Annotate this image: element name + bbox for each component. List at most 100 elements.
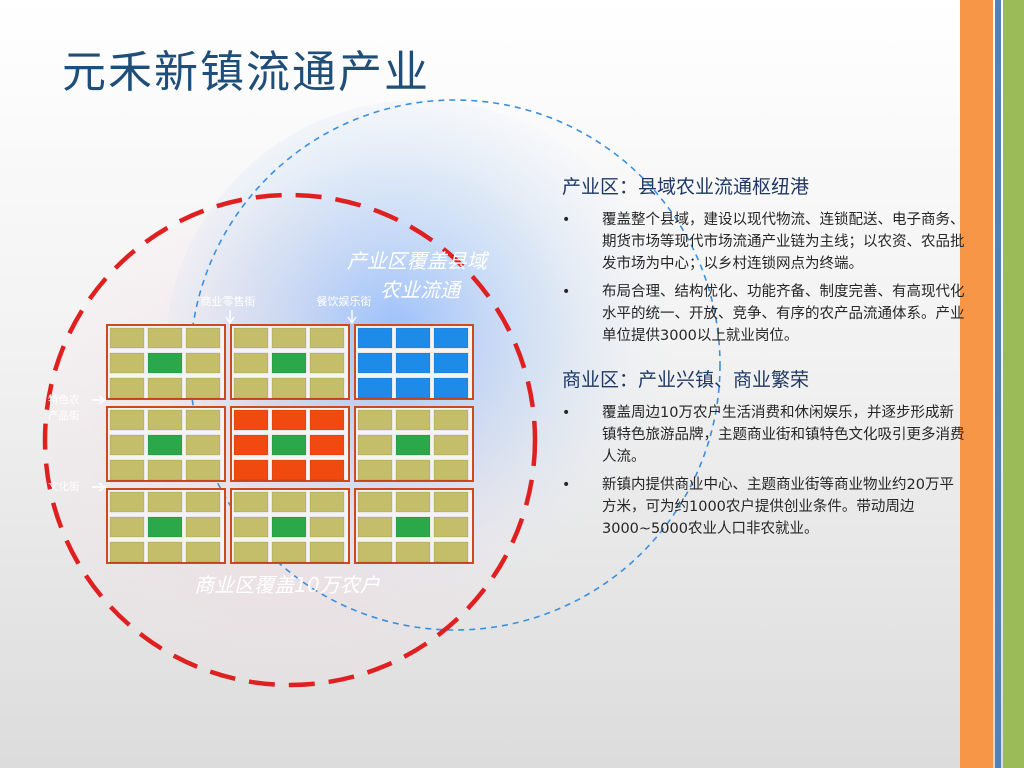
- block-cell: [433, 516, 469, 538]
- section-industry: 产业区：县域农业流通枢纽港 •覆盖整个县域，建设以现代物流、连锁配送、电子商务、…: [562, 172, 966, 347]
- block-cell: [233, 434, 269, 456]
- block-cell: [395, 491, 431, 513]
- block-cell: [109, 434, 145, 456]
- block-cell: [147, 459, 183, 481]
- block-cell: [233, 409, 269, 431]
- block-grid: [106, 324, 474, 564]
- block-cell: [395, 516, 431, 538]
- street-culture-label: 文化街: [48, 480, 80, 493]
- block-cell: [395, 377, 431, 399]
- block-cell: [185, 352, 221, 374]
- block-cell: [433, 459, 469, 481]
- block-cell: [109, 491, 145, 513]
- block-cell: [433, 377, 469, 399]
- block-cell: [395, 541, 431, 563]
- block-cell: [433, 327, 469, 349]
- block-cell: [433, 434, 469, 456]
- block-cell: [357, 491, 393, 513]
- block-cell: [271, 541, 307, 563]
- street-dining-label: 餐饮娱乐街: [317, 294, 372, 308]
- bullet-item: • 覆盖整个县域，建设以现代物流、连锁配送、电子商务、期货市场等现代市场流通产业链…: [562, 209, 966, 275]
- block-cell: [233, 491, 269, 513]
- block-cell: [147, 434, 183, 456]
- block-cell: [147, 352, 183, 374]
- block-cell: [233, 377, 269, 399]
- street-specialty-arrow: [92, 395, 107, 405]
- bullet-list: • 覆盖整个县域，建设以现代物流、连锁配送、电子商务、期货市场等现代市场流通产业链…: [562, 209, 966, 347]
- bullet-text: 布局合理、结构优化、功能齐备、制度完善、有高现代化水平的统一、开放、竞争、有序的…: [602, 284, 965, 344]
- block-cell: [147, 409, 183, 431]
- bullet-text: 覆盖整个县域，建设以现代物流、连锁配送、电子商务、期货市场等现代市场流通产业链为…: [602, 212, 965, 272]
- block-cell: [395, 409, 431, 431]
- section-commerce: 商业区：产业兴镇、商业繁荣 • 覆盖周边10万农户生活消费和休闲娱乐，并逐步形成新…: [562, 365, 966, 540]
- block-cell: [109, 541, 145, 563]
- block-cell: [309, 434, 345, 456]
- bullet-text: 覆盖周边10万农户生活消费和休闲娱乐，并逐步形成新镇特色旅游品牌，主题商业街和镇…: [602, 405, 965, 465]
- stripe-orange: [960, 0, 993, 768]
- industry-zone-circle: [189, 99, 721, 631]
- block-cell: [357, 516, 393, 538]
- block-cell: [357, 434, 393, 456]
- stripe-blue: [995, 0, 1001, 768]
- bullet-icon: •: [562, 212, 571, 228]
- block-cell: [233, 459, 269, 481]
- bullet-item: •覆盖周边10万农户生活消费和休闲娱乐，并逐步形成新镇特色旅游品牌，主题商业街和…: [562, 402, 966, 468]
- description-column: 产业区：县域农业流通枢纽港 •覆盖整个县域，建设以现代物流、连锁配送、电子商务、…: [562, 172, 966, 558]
- block-cell: [309, 541, 345, 563]
- block-cell: [357, 541, 393, 563]
- bullet-list: • 覆盖周边10万农户生活消费和休闲娱乐，并逐步形成新镇特色旅游品牌，主题商业街和…: [562, 402, 966, 540]
- block-cell: [271, 409, 307, 431]
- block-cell: [433, 491, 469, 513]
- block-cell: [309, 491, 345, 513]
- decorative-stripes: [960, 0, 1024, 768]
- bullet-icon: •: [562, 477, 571, 493]
- block-cell: [185, 409, 221, 431]
- block-cell: [147, 516, 183, 538]
- block-cell: [185, 541, 221, 563]
- block-cell: [309, 327, 345, 349]
- commerce-zone-label: 商业区覆盖10万农户: [194, 573, 380, 597]
- block-cell: [109, 327, 145, 349]
- block-cell: [357, 327, 393, 349]
- block-cell: [271, 516, 307, 538]
- street-dining-arrow: [347, 310, 357, 325]
- block-cell: [271, 327, 307, 349]
- block-cell: [395, 459, 431, 481]
- block-cell: [309, 516, 345, 538]
- street-retail-label: 商业零售街: [201, 294, 256, 308]
- block-cell: [185, 434, 221, 456]
- block-cell: [109, 459, 145, 481]
- block-cell: [233, 516, 269, 538]
- block-cell: [147, 377, 183, 399]
- bullet-item: • 新镇内提供商业中心、主题商业街等商业物业约20万平方米，可为约1000农户提供…: [562, 474, 966, 540]
- street-specialty-label: 特色农 产品街: [48, 393, 83, 422]
- block-cell: [433, 409, 469, 431]
- block-cell: [395, 352, 431, 374]
- block-cell: [271, 377, 307, 399]
- industry-zone-label: 产业区覆盖县域 农业流通: [347, 249, 493, 302]
- bullet-text: 新镇内提供商业中心、主题商业街等商业物业约20万平方米，可为约1000农户提供创…: [602, 477, 954, 537]
- block-cell: [147, 541, 183, 563]
- block-cell: [357, 377, 393, 399]
- block-cell: [357, 409, 393, 431]
- block-cell: [271, 434, 307, 456]
- block-cell: [309, 377, 345, 399]
- block-cell: [185, 459, 221, 481]
- block-cell: [309, 409, 345, 431]
- block-cell: [185, 516, 221, 538]
- block-cell: [109, 377, 145, 399]
- block-cell: [185, 491, 221, 513]
- block-cell: [271, 459, 307, 481]
- block-cell: [271, 491, 307, 513]
- block-cell: [309, 352, 345, 374]
- block-cell: [433, 352, 469, 374]
- bullet-item: • 布局合理、结构优化、功能齐备、制度完善、有高现代化水平的统一、开放、竞争、有序…: [562, 281, 966, 347]
- block-cell: [109, 516, 145, 538]
- bullet-icon: •: [562, 284, 571, 300]
- block-cell: [185, 377, 221, 399]
- block-cell: [109, 409, 145, 431]
- section-heading: 商业区：产业兴镇、商业繁荣: [562, 369, 810, 391]
- street-retail-arrow: [225, 310, 235, 325]
- block-cell: [185, 327, 221, 349]
